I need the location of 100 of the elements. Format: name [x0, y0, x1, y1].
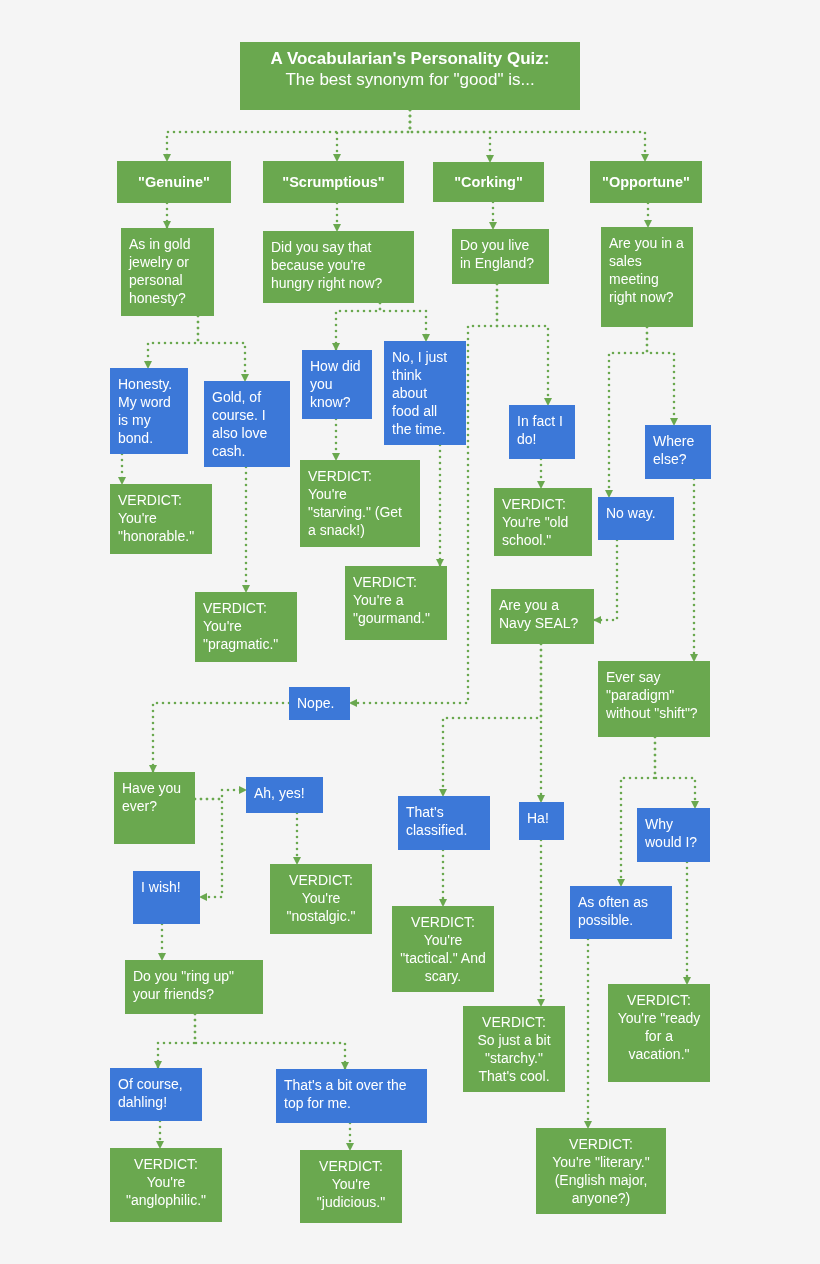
question-box [491, 589, 594, 644]
arrow [346, 1121, 354, 1152]
verdict-text: So just a bit "starchy." That's cool. [476, 1031, 552, 1085]
arrow [149, 701, 291, 774]
verdict-text: VERDICT: [568, 1135, 634, 1153]
question-text: Are you a Navy SEAL? [499, 596, 580, 632]
arrow [118, 452, 126, 486]
verdict-text: VERDICT: [118, 491, 183, 509]
verdict-text: VERDICT: [481, 1013, 547, 1031]
verdict-text: You're "judicious." [315, 1175, 387, 1211]
question-box [121, 228, 214, 316]
arrow [332, 417, 340, 462]
answer-text: Ha! [527, 809, 550, 827]
option-text: "Genuine" [138, 173, 210, 191]
verdict-text: You're "ready for a vacation." [616, 1009, 702, 1063]
option-text: "Corking" [454, 173, 523, 191]
arrow [156, 1119, 164, 1150]
answer-text: Gold, of course. I also love cash. [212, 388, 269, 460]
verdict-text: VERDICT: [288, 871, 354, 889]
arrow [378, 301, 430, 343]
answer-text: Nope. [297, 694, 336, 712]
verdict-text: You're a "gourmand." [353, 591, 431, 627]
verdict-text: VERDICT: [502, 495, 567, 513]
question-box [114, 772, 195, 844]
option-text: "Scrumptious" [282, 173, 385, 191]
verdict-box [392, 906, 494, 992]
question-text: Are you in a sales meeting right now? [609, 234, 685, 306]
verdict-text: You're "tactical." And scary. [400, 931, 486, 985]
answer-text: Honesty. My word is my bond. [118, 375, 174, 447]
title-box [240, 42, 580, 110]
arrow [537, 838, 545, 1008]
answer-text: That's classified. [406, 803, 469, 839]
question-text: Ever say "paradigm" without "shift"? [606, 668, 699, 722]
answer-box [246, 777, 323, 813]
option-box [263, 161, 404, 203]
verdict-box [300, 460, 420, 547]
verdict-text: You're "honorable." [118, 509, 196, 545]
verdict-text: VERDICT: [626, 991, 692, 1009]
answer-box [519, 802, 564, 840]
verdict-text: You're "literary." (English major, anyone?) [551, 1153, 651, 1207]
verdict-box [494, 488, 592, 556]
verdict-text: You're "pragmatic." [203, 617, 280, 653]
answer-box [645, 425, 711, 479]
arrow [644, 201, 652, 229]
answer-box [509, 405, 575, 459]
answer-box [276, 1069, 427, 1123]
answer-box [570, 886, 672, 939]
verdict-text: You're "anglophilic." [125, 1173, 207, 1209]
question-text: Have you ever? [122, 779, 183, 815]
answer-box [398, 796, 490, 850]
option-text: "Opportune" [602, 173, 690, 191]
answer-text: Ah, yes! [254, 784, 306, 802]
answer-box [302, 350, 372, 419]
answer-text: Why would I? [645, 815, 699, 851]
answer-box [133, 871, 200, 924]
verdict-box [463, 1006, 565, 1092]
answer-box [110, 1068, 202, 1121]
verdict-box [345, 566, 447, 640]
verdict-box [300, 1150, 402, 1223]
verdict-box [195, 592, 297, 662]
verdict-text: VERDICT: [308, 467, 373, 485]
question-box [452, 229, 549, 284]
question-text: Did you say that because you're hungry right now? [271, 238, 384, 292]
option-box [433, 162, 544, 202]
arrow [408, 108, 649, 163]
question-box [125, 960, 263, 1014]
title-text: The best synonym for "good" is... [284, 69, 536, 90]
arrow [196, 314, 249, 383]
answer-text: No, I just think about food all the time. [392, 348, 449, 438]
answer-text: In fact I do! [517, 412, 564, 448]
verdict-box [270, 864, 372, 934]
question-text: Do you "ring up" your friends? [133, 967, 235, 1003]
verdict-box [110, 484, 212, 554]
arrow [158, 922, 166, 962]
verdict-box [608, 984, 710, 1082]
title-text: A Vocabularian's Personality Quiz: [269, 48, 551, 69]
arrow [537, 457, 545, 490]
verdict-text: VERDICT: [410, 913, 476, 931]
arrow [537, 642, 545, 804]
option-box [117, 161, 231, 203]
verdict-text: VERDICT: [318, 1157, 384, 1175]
arrow [193, 1012, 349, 1071]
answer-text: That's a bit over the top for me. [284, 1076, 408, 1112]
arrow [489, 200, 497, 231]
answer-box [637, 808, 710, 862]
answer-text: How did you know? [310, 357, 362, 411]
verdict-text: You're "starving." (Get a snack!) [308, 485, 403, 539]
question-text: Do you live in England? [460, 236, 535, 272]
question-box [263, 231, 414, 303]
question-box [601, 227, 693, 327]
verdict-text: You're "old school." [502, 513, 570, 549]
answer-text: As often as possible. [578, 893, 650, 929]
arrow [653, 735, 699, 810]
question-box [598, 661, 710, 737]
question-text: As in gold jewelry or personal honesty? [129, 235, 192, 307]
verdict-text: You're "nostalgic." [285, 889, 357, 925]
answer-box [204, 381, 290, 467]
answer-box [289, 687, 350, 720]
arrow [242, 465, 250, 594]
answer-text: Where else? [653, 432, 696, 468]
